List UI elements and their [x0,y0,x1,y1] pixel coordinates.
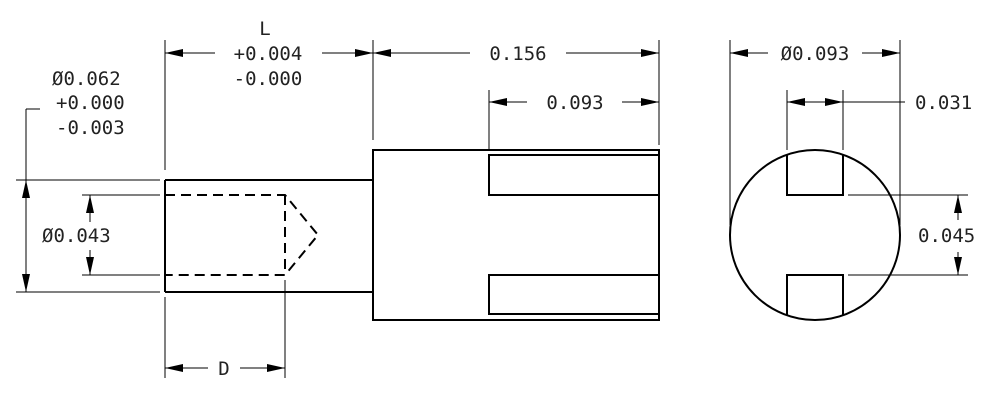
shank-outline [164,179,373,293]
shank-tol-plus: +0.000 [56,92,125,114]
shank-tol-minus: -0.003 [56,117,125,139]
dimension-length: L +0.004 -0.000 [164,18,374,170]
dimension-head-diameter: Ø0.093 [729,40,901,225]
hidden-bore [165,194,320,276]
head-dia-label: Ø0.093 [781,43,850,65]
dimension-bore-depth: D [164,280,286,380]
slot-depth-label: 0.093 [546,92,603,114]
dimension-slot-width: 0.031 [786,90,972,150]
upper-flat [786,155,844,196]
dimension-bore-diameter: Ø0.043 [42,194,160,276]
end-view [729,149,901,321]
head-length-label: 0.156 [489,43,546,65]
bore-depth-label: D [218,358,229,380]
upper-slot [488,154,659,196]
side-view [164,149,660,321]
head-outline [372,149,660,321]
slot-width-label: 0.031 [915,92,972,114]
length-label: L [259,18,270,40]
length-tol-plus: +0.004 [234,43,303,65]
shank-dia-label: Ø0.062 [52,68,121,90]
dimension-head-length: 0.156 [373,40,660,145]
lower-slot [488,274,659,315]
dimension-shank-diameter: Ø0.062 +0.000 -0.003 [16,68,160,293]
dimension-flat-spacing: 0.045 [848,194,975,276]
bore-dia-label: Ø0.043 [42,225,111,247]
lower-flat [786,274,844,315]
length-tol-minus: -0.000 [234,68,303,90]
dimension-slot-depth: 0.093 [488,90,659,150]
head-circle [729,149,901,321]
flat-spacing-label: 0.045 [918,225,975,247]
